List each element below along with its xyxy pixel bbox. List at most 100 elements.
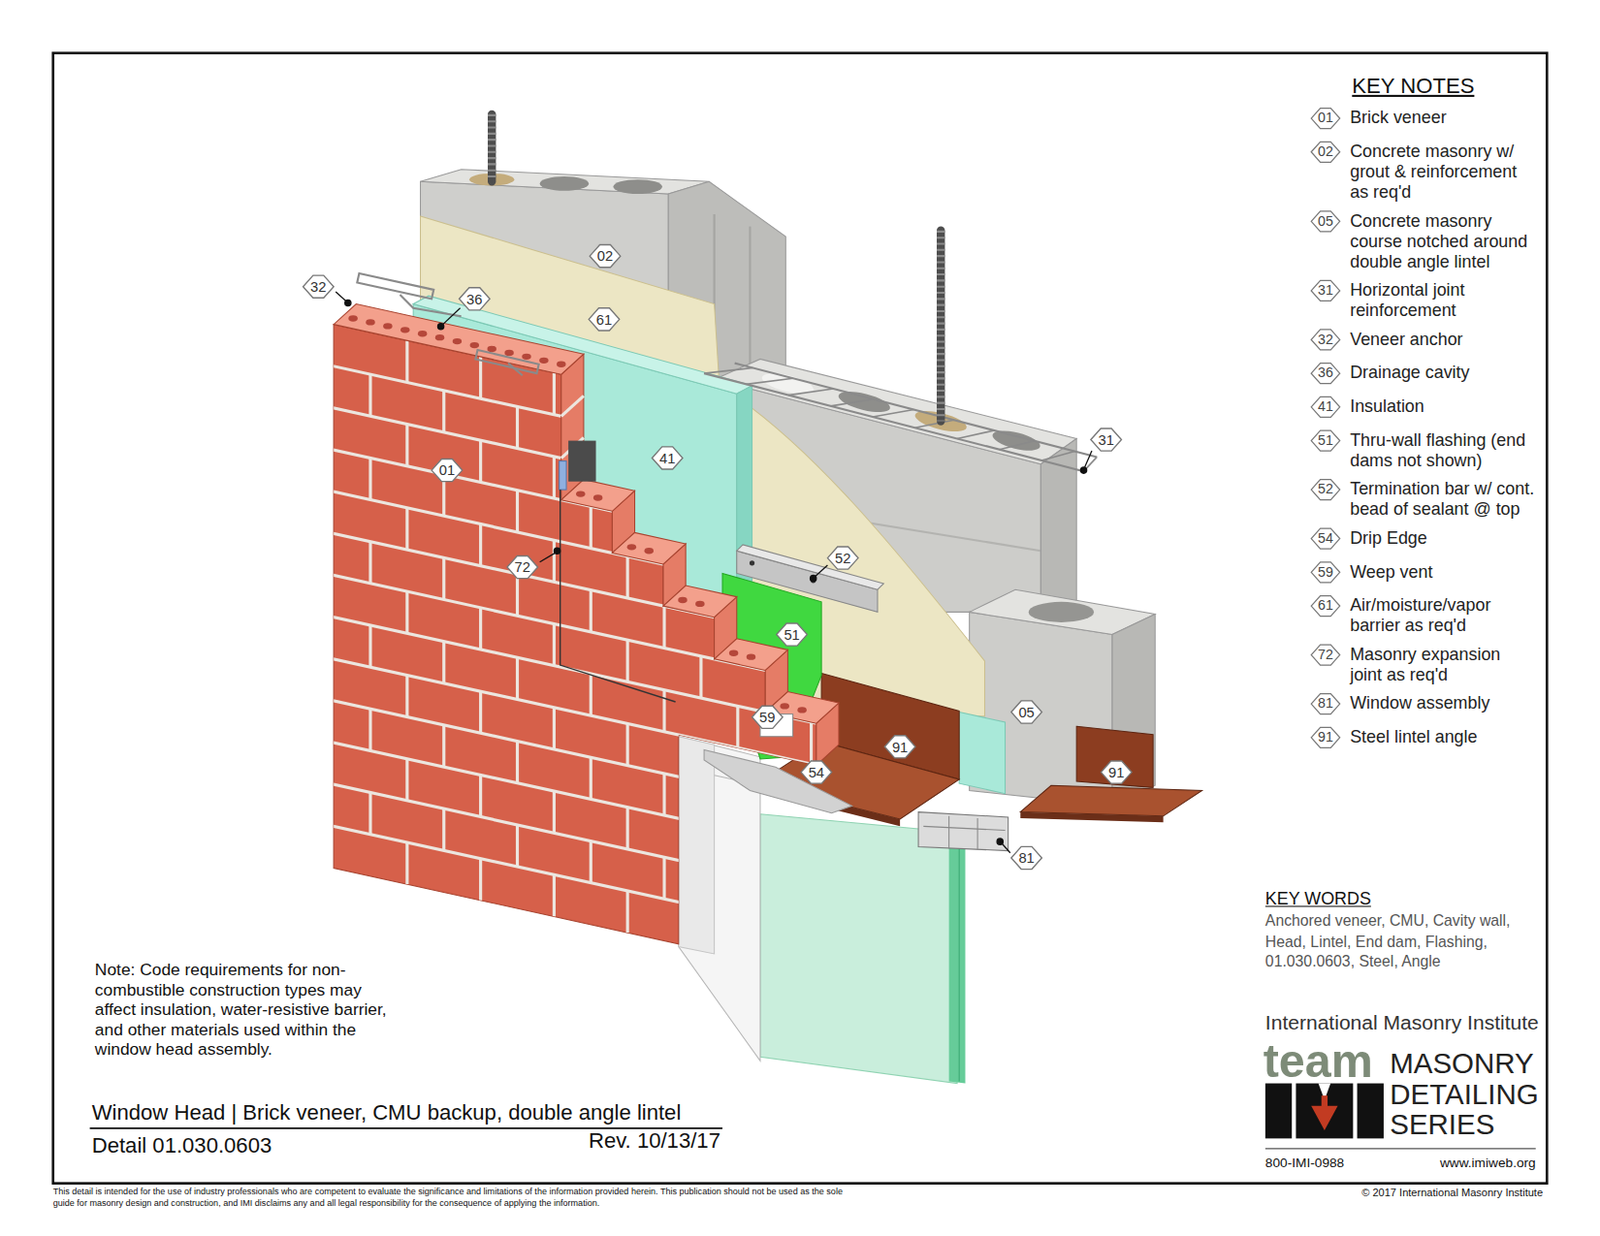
callout-hexagon: 81 xyxy=(1010,845,1044,870)
disclaimer-box: This detail is intended for the use of i… xyxy=(53,1186,845,1209)
title-block: Window Head | Brick veneer, CMU backup, … xyxy=(92,1100,682,1125)
brick-veneer xyxy=(486,346,496,352)
brick-veneer xyxy=(405,674,409,717)
imi-logo xyxy=(1265,1084,1292,1140)
brick-veneer xyxy=(662,857,666,899)
callout-number: 52 xyxy=(834,545,851,571)
brick-veneer xyxy=(699,907,703,950)
brick-veneer xyxy=(479,691,482,734)
logo-series-box: MASONRY DETAILING SERIES xyxy=(1389,1049,1545,1142)
title: Window Head | Brick veneer, CMU backup, … xyxy=(92,1100,682,1125)
imi-logo xyxy=(1295,1084,1353,1140)
brick-veneer xyxy=(479,524,482,567)
brick-veneer xyxy=(405,591,409,634)
brick-veneer xyxy=(626,388,630,431)
brick-veneer xyxy=(593,494,603,501)
key-number-hexagon: 05 xyxy=(1310,210,1342,233)
brick-veneer xyxy=(552,791,556,833)
key-note: 72Masonry expansion joint as req'd xyxy=(1310,644,1547,686)
brick-veneer xyxy=(479,859,482,901)
brick-veneer xyxy=(405,424,409,467)
termination-bar xyxy=(736,544,885,590)
brick-veneer xyxy=(552,707,556,750)
joint-reinforcement xyxy=(704,367,753,374)
brick-veneer xyxy=(729,650,738,657)
window-head-frame xyxy=(918,812,1009,852)
veneer-anchor xyxy=(356,273,434,299)
callout-hexagon: 36 xyxy=(457,287,491,312)
window-glass xyxy=(949,832,966,1085)
brick-veneer xyxy=(326,304,848,966)
key-number: 91 xyxy=(1317,726,1334,749)
brick-veneer xyxy=(772,421,776,464)
copyright-box: © 2017 International Masonry Institute xyxy=(1361,1186,1543,1201)
brick-veneer xyxy=(368,374,372,416)
key-number: 05 xyxy=(1317,210,1334,233)
brick-veneer xyxy=(589,841,593,884)
veneer-anchor xyxy=(356,273,539,376)
cmu-backup xyxy=(420,169,710,194)
brick-veneer xyxy=(736,539,739,581)
key-number: 61 xyxy=(1317,594,1334,617)
leader-line xyxy=(996,838,1003,845)
copyright: © 2017 International Masonry Institute xyxy=(1361,1186,1543,1201)
brick-veneer xyxy=(552,874,556,917)
steel-angle-interior xyxy=(1076,726,1153,788)
expansion-joint xyxy=(559,461,567,490)
key-number: 01 xyxy=(1317,106,1334,129)
brick-veneer xyxy=(736,790,739,832)
key-number: 36 xyxy=(1317,362,1334,385)
brick-veneer xyxy=(333,304,584,376)
brick-veneer xyxy=(779,703,789,709)
brick-veneer xyxy=(736,454,739,497)
key-number-hexagon: 31 xyxy=(1310,279,1342,302)
brick-veneer xyxy=(504,350,513,356)
brick-veneer xyxy=(400,326,410,333)
key-description: Termination bar w/ cont. bead of sealant… xyxy=(1349,480,1535,521)
disclaimer: This detail is intended for the use of i… xyxy=(53,1186,845,1209)
callout-number: 72 xyxy=(514,554,531,579)
termination-bar xyxy=(749,560,755,566)
note: Note: Code requirements for non-combusti… xyxy=(95,960,402,1060)
veneer-anchor xyxy=(400,294,462,317)
leader-line xyxy=(437,323,444,330)
leader-line xyxy=(443,308,461,325)
brick-veneer xyxy=(772,756,776,799)
callout-number: 32 xyxy=(310,274,326,299)
brick-veneer xyxy=(663,585,737,618)
rebar xyxy=(491,114,941,422)
expansion-joint xyxy=(560,489,676,703)
brick-veneer xyxy=(368,708,372,751)
callout-hexagon: 61 xyxy=(587,307,621,332)
callout-number: 54 xyxy=(808,760,825,785)
brick-veneer xyxy=(626,640,630,682)
key-number-hexagon: 02 xyxy=(1310,140,1342,163)
leader-line xyxy=(553,547,560,554)
steel-angle-interior xyxy=(1020,785,1202,817)
brick-veneer xyxy=(552,540,556,582)
brick-veneer xyxy=(746,654,756,661)
brick-veneer xyxy=(699,823,703,865)
key-number-hexagon: 72 xyxy=(1310,643,1342,667)
joint-reinforcement xyxy=(872,409,914,417)
key-note: 54Drip Edge xyxy=(1310,528,1547,550)
brick-veneer xyxy=(576,490,585,497)
key-number: 59 xyxy=(1317,561,1334,584)
brick-veneer xyxy=(417,330,427,337)
heading: KEY NOTES xyxy=(1351,72,1474,98)
brick-veneer xyxy=(772,923,776,965)
key-description: Drainage cavity xyxy=(1349,363,1535,384)
brick-veneer xyxy=(326,825,848,940)
imi-logo xyxy=(1321,1095,1328,1108)
brick-veneer xyxy=(326,490,848,606)
brick-veneer xyxy=(561,395,584,416)
key-number: 52 xyxy=(1317,479,1334,502)
brick-veneer xyxy=(552,373,556,416)
imi-logo xyxy=(1357,1084,1384,1140)
callout-hexagon: 59 xyxy=(750,704,784,730)
brick-veneer xyxy=(699,656,703,699)
callout-number: 31 xyxy=(1097,427,1114,452)
key-note: 52 Termination bar w/ cont. bead of seala… xyxy=(1310,480,1547,521)
heading: KEY WORDS xyxy=(1265,890,1372,911)
callout-number: 01 xyxy=(439,457,455,482)
